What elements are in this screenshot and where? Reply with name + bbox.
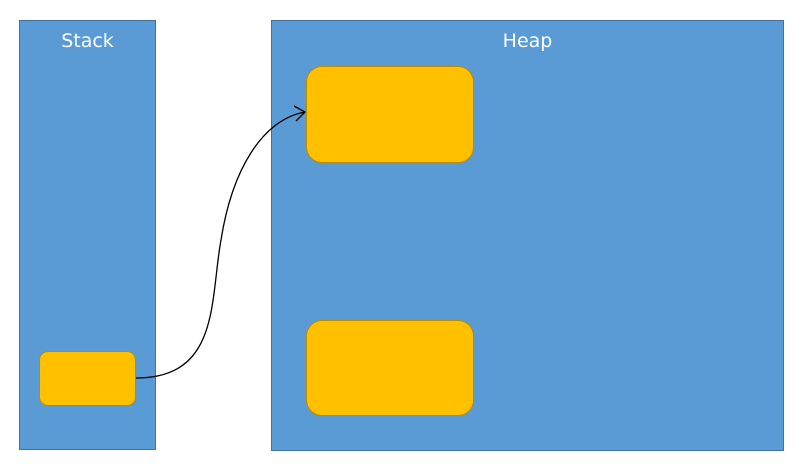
stack-reference-block: [39, 351, 136, 406]
stack-title: Stack: [61, 30, 114, 52]
heap-object-block: [306, 66, 474, 163]
heap-title: Heap: [502, 30, 553, 52]
heap-object-block: [306, 320, 474, 416]
